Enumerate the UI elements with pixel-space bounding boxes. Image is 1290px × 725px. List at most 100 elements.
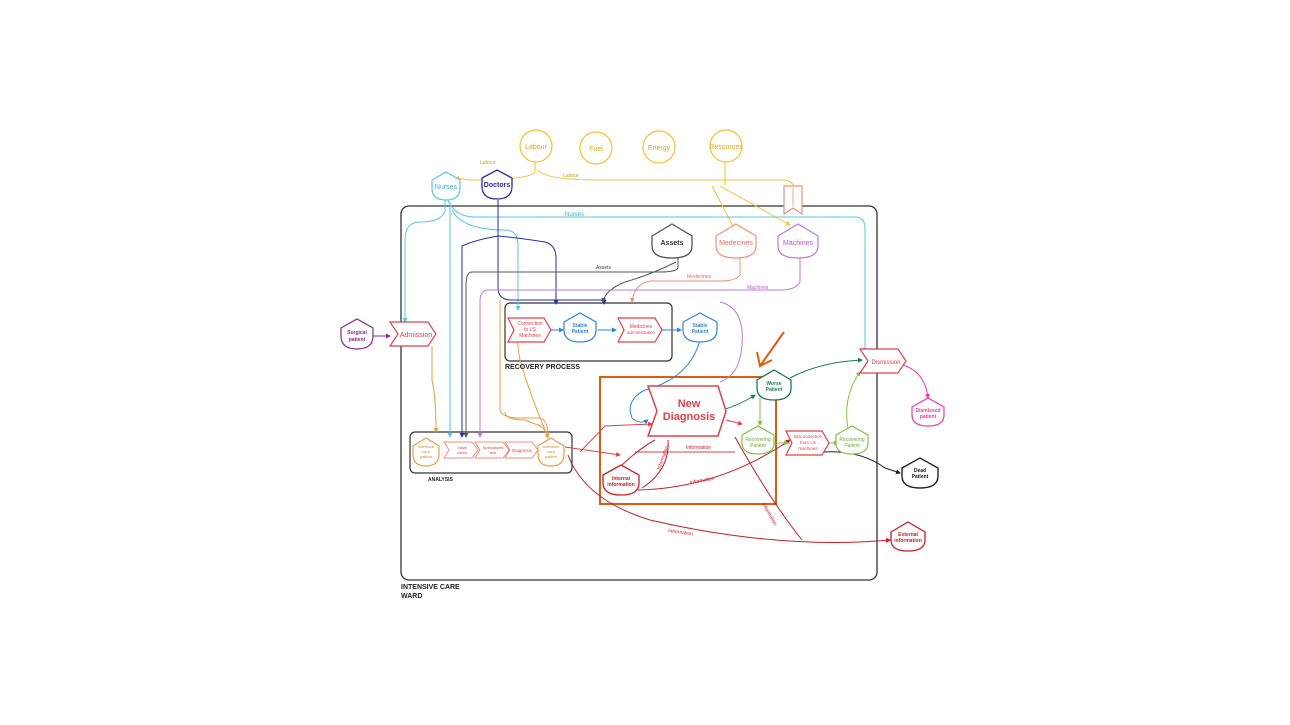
svg-text:Admission: Admission bbox=[400, 332, 432, 339]
label-recovery-process: RECOVERY PROCESS bbox=[505, 364, 580, 371]
svg-text:check: check bbox=[457, 450, 467, 455]
svg-text:Dismissed: Dismissed bbox=[915, 408, 940, 414]
highlight-arrow bbox=[756, 331, 785, 368]
svg-text:Intensive: Intensive bbox=[418, 444, 435, 449]
process-dismission: Dismission bbox=[858, 348, 907, 374]
stock-dismissed-patient: Dismissed patient bbox=[911, 397, 945, 427]
flow-label-info4: Information bbox=[760, 502, 778, 527]
process-initial-check: Initial check bbox=[443, 441, 479, 459]
flow-lines bbox=[372, 160, 931, 543]
svg-text:Connection: Connection bbox=[517, 321, 543, 327]
flow-label-medecines: Medecines bbox=[687, 274, 712, 280]
svg-text:Diagnosis: Diagnosis bbox=[512, 448, 533, 453]
stock-external-information: External information bbox=[890, 521, 926, 552]
svg-text:Dead: Dead bbox=[914, 468, 926, 474]
svg-text:Surgical: Surgical bbox=[347, 330, 367, 336]
svg-text:Internal: Internal bbox=[612, 476, 631, 482]
svg-text:Intensive: Intensive bbox=[543, 444, 560, 449]
svg-text:test: test bbox=[490, 450, 497, 455]
svg-text:Fuel: Fuel bbox=[589, 146, 603, 153]
svg-text:care: care bbox=[422, 449, 431, 454]
svg-text:Patient: Patient bbox=[692, 329, 709, 335]
stock-intensive-care-patient-1: Intensive care patient bbox=[412, 437, 440, 467]
svg-text:information: information bbox=[894, 538, 922, 544]
flow-label-labour1: Labour bbox=[480, 160, 496, 166]
ward-frame bbox=[400, 205, 878, 581]
stock-intensive-care-patient-2: Intensive care patient bbox=[537, 437, 565, 467]
flow-label-info2: Information bbox=[689, 476, 715, 486]
process-medicines-administration: Medicines administration bbox=[617, 317, 663, 343]
flow-labels: Labour Labour Nurses Assets Medecines Ma… bbox=[480, 160, 778, 537]
svg-text:New: New bbox=[678, 398, 701, 410]
flow-label-assets: Assets bbox=[596, 265, 612, 271]
flow-label-labour2: Labour bbox=[563, 173, 579, 179]
stock-internal-information: Internal information bbox=[602, 464, 640, 496]
flow-label-nurses: Nurses bbox=[565, 212, 584, 218]
stock-recovering-patient-1: Recovering Patient bbox=[741, 425, 775, 455]
svg-text:patient: patient bbox=[545, 454, 558, 459]
process-admission: Admission bbox=[388, 321, 437, 347]
svg-text:Patient: Patient bbox=[844, 443, 860, 449]
stock-medecines: Medecines bbox=[715, 223, 757, 259]
svg-text:Diagnosis: Diagnosis bbox=[663, 411, 716, 423]
stock-stable-patient-2: Stable Patient bbox=[682, 312, 718, 343]
svg-text:Patient: Patient bbox=[572, 329, 589, 335]
svg-text:Patient: Patient bbox=[750, 443, 766, 449]
flow-label-info5: Information bbox=[656, 445, 670, 471]
svg-text:to LS: to LS bbox=[524, 327, 536, 333]
svg-text:Specialized: Specialized bbox=[483, 445, 503, 450]
svg-text:administration: administration bbox=[627, 330, 656, 335]
svg-text:Recovering: Recovering bbox=[745, 437, 771, 443]
svg-text:Stable: Stable bbox=[572, 323, 587, 329]
svg-text:Machines: Machines bbox=[783, 240, 813, 247]
svg-text:Patient: Patient bbox=[912, 474, 929, 480]
label-ward-line2: WARD bbox=[401, 593, 422, 600]
flow-label-machines: Machines bbox=[747, 285, 769, 291]
label-analysis: ANALYSIS bbox=[428, 477, 453, 483]
svg-text:Energy: Energy bbox=[648, 145, 671, 152]
stock-dead-patient: Dead Patient bbox=[901, 457, 939, 489]
svg-text:Nurses: Nurses bbox=[435, 184, 458, 191]
flow-label-info3: Information bbox=[668, 528, 694, 537]
resource-fuel: Fuel bbox=[579, 131, 613, 165]
recovery-frame bbox=[504, 302, 673, 362]
svg-text:Doctors: Doctors bbox=[484, 182, 511, 189]
svg-text:Medicines: Medicines bbox=[630, 324, 653, 330]
svg-text:Stable: Stable bbox=[692, 323, 707, 329]
svg-text:patient: patient bbox=[920, 414, 937, 420]
stock-machines: Machines bbox=[777, 223, 819, 259]
process-specialized-test: Specialized test bbox=[474, 441, 510, 459]
process-disconnection-ls-machines: Disconnection from LS machines bbox=[785, 430, 830, 456]
svg-text:Medecines: Medecines bbox=[719, 240, 753, 247]
svg-text:Worse: Worse bbox=[766, 381, 781, 387]
stock-stable-patient-1: Stable Patient bbox=[563, 312, 597, 343]
analysis-frame bbox=[409, 431, 573, 474]
svg-text:machines: machines bbox=[798, 446, 818, 451]
process-new-diagnosis: New Diagnosis bbox=[646, 385, 727, 437]
stock-surgical-patient: Surgical patient bbox=[340, 318, 374, 350]
highlight-box bbox=[599, 376, 777, 505]
svg-text:Machines: Machines bbox=[519, 333, 541, 339]
process-diagnosis: Diagnosis bbox=[504, 441, 539, 459]
svg-text:Dismission: Dismission bbox=[871, 360, 900, 366]
svg-text:Patient: Patient bbox=[766, 387, 783, 393]
svg-text:Assets: Assets bbox=[661, 240, 684, 247]
resource-energy: Energy bbox=[642, 130, 676, 164]
svg-text:Resources: Resources bbox=[709, 144, 743, 151]
svg-text:care: care bbox=[547, 449, 556, 454]
svg-text:patient: patient bbox=[420, 454, 433, 459]
svg-text:patient: patient bbox=[349, 337, 366, 343]
resource-resources: Resources bbox=[709, 129, 743, 163]
svg-text:Labour: Labour bbox=[525, 144, 547, 151]
stock-assets: Assets bbox=[651, 223, 693, 259]
svg-text:External: External bbox=[898, 532, 918, 538]
svg-text:Disconnection: Disconnection bbox=[794, 434, 823, 439]
process-connection-ls-machines: Connection to LS Machines bbox=[507, 317, 552, 343]
resource-labour: Labour bbox=[519, 129, 553, 163]
stock-doctors: Doctors bbox=[481, 169, 513, 200]
svg-text:Recovering: Recovering bbox=[839, 437, 865, 443]
machines-source-icon bbox=[783, 185, 803, 216]
flow-label-info1: Information bbox=[686, 445, 711, 451]
stock-worse-patient: Worse Patient bbox=[756, 369, 792, 401]
